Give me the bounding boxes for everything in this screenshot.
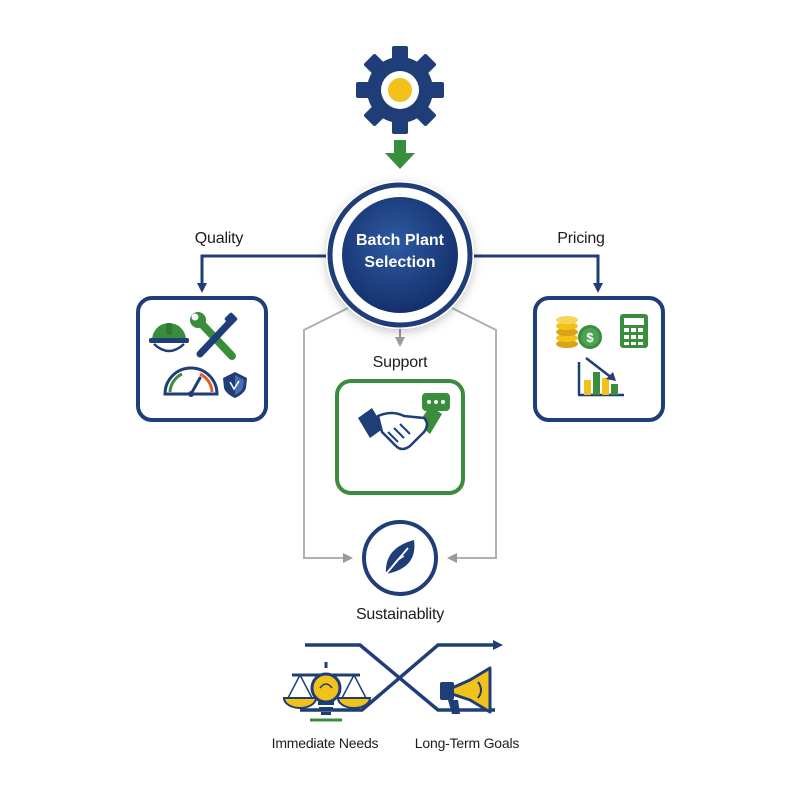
megaphone-icon: [440, 666, 492, 714]
pricing-label: Pricing: [557, 230, 605, 247]
shield-icon: [223, 372, 247, 398]
gauge-icon: [163, 366, 219, 397]
center-title-line1: Batch Plant: [355, 232, 444, 249]
coins-icon: $: [556, 316, 602, 349]
center-node: [326, 181, 474, 329]
pricing-box: $: [533, 296, 665, 422]
support-label: Support: [372, 354, 428, 371]
support-box: [335, 379, 465, 495]
lightbulb-icon: [310, 662, 342, 722]
center-title-line2: Selection: [364, 254, 436, 271]
long-term-goals-label: Long-Term Goals: [414, 735, 520, 751]
sustainability-label: Sustainablity: [355, 606, 445, 623]
sustainability-node: [362, 520, 438, 596]
leaf-icon: [385, 540, 415, 575]
bar-chart-icon: [577, 357, 624, 397]
connectors: [197, 254, 603, 563]
calculator-icon: [620, 314, 648, 348]
hard-hat-icon: [149, 323, 189, 353]
center-title: Batch Plant Selection: [330, 230, 470, 274]
quality-box: [136, 296, 268, 422]
chat-bubble-icon: [422, 393, 450, 418]
quality-label: Quality: [194, 230, 244, 247]
handshake-icon: [358, 406, 442, 451]
down-arrow-icon: [385, 140, 415, 169]
svg-text:$: $: [586, 330, 594, 345]
gear-icon: [356, 46, 444, 134]
wrench-icon: [190, 312, 238, 360]
immediate-needs-label: Immediate Needs: [271, 735, 379, 751]
